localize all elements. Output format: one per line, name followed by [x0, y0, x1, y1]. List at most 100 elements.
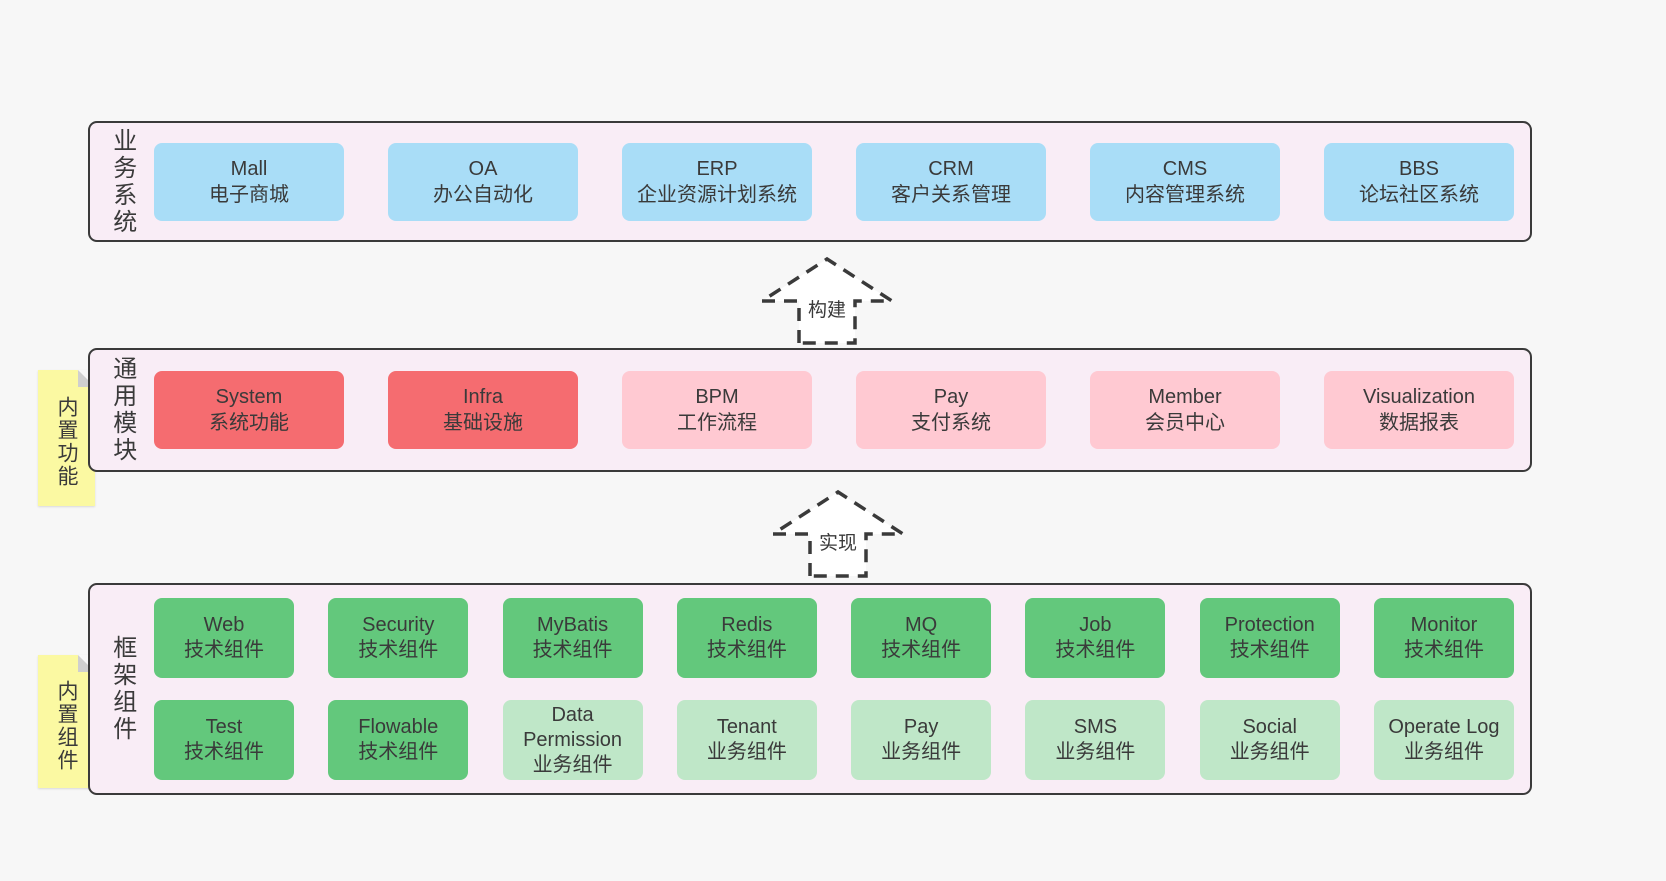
panel-framework-components: 框架组件 Web 技术组件 Security 技术组件 MyBatis 技术组件… — [88, 583, 1532, 795]
box-title: MyBatis — [537, 614, 609, 636]
box-subtitle: 技术组件 — [184, 639, 264, 661]
box-redis: Redis 技术组件 — [676, 598, 817, 678]
box-subtitle: 技术组件 — [358, 741, 439, 763]
box-mq: MQ 技术组件 — [851, 598, 992, 678]
box-cms: CMS 内容管理系统 — [1090, 142, 1280, 221]
box-title: Data Permission — [523, 703, 623, 751]
box-job: Job 技术组件 — [1025, 598, 1166, 678]
note-label: 内置功能 — [55, 396, 79, 488]
box-title: ERP — [696, 157, 738, 180]
box-infra: Infra 基础设施 — [388, 371, 578, 449]
note-label: 内置组件 — [55, 679, 79, 772]
box-title: Test — [205, 716, 243, 738]
box-erp: ERP 企业资源计划系统 — [622, 142, 812, 221]
box-subtitle: 技术组件 — [1229, 639, 1310, 661]
panel-business-body: Mall 电子商城 OA 办公自动化 ERP 企业资源计划系统 CRM 客户关系… — [144, 123, 1530, 240]
panel-business-label: 业务系统 — [108, 127, 136, 236]
box-title: MQ — [905, 614, 938, 636]
box-data-permission: Data Permission 业务组件 — [502, 700, 643, 780]
box-protection: Protection 技术组件 — [1199, 598, 1340, 678]
box-title: Operate Log — [1388, 716, 1500, 738]
box-subtitle: 客户关系管理 — [891, 183, 1011, 206]
arrow-build-label: 构建 — [805, 295, 849, 322]
box-subtitle: 技术组件 — [1403, 639, 1484, 661]
box-subtitle: 论坛社区系统 — [1359, 183, 1479, 206]
box-title: Visualization — [1363, 386, 1475, 408]
sticky-note-builtin-features: 内置功能 — [38, 370, 95, 506]
box-pay-biz: Pay 业务组件 — [851, 700, 992, 780]
box-title: BPM — [695, 386, 739, 408]
arrow-implement-label: 实现 — [816, 528, 860, 555]
box-subtitle: 支付系统 — [911, 412, 991, 434]
box-title: System — [215, 386, 283, 408]
components-row-2: Test 技术组件 Flowable 技术组件 Data Permission … — [154, 700, 1514, 780]
box-tenant: Tenant 业务组件 — [676, 700, 817, 780]
sticky-note-builtin-components: 内置组件 — [38, 655, 95, 788]
box-subtitle: 内容管理系统 — [1125, 183, 1245, 206]
box-title: Flowable — [358, 716, 439, 738]
box-title: SMS — [1073, 716, 1118, 738]
box-subtitle: 业务组件 — [881, 741, 962, 763]
box-subtitle: 电子商城 — [209, 183, 289, 206]
box-subtitle: 业务组件 — [532, 753, 613, 776]
box-title: CMS — [1162, 157, 1208, 180]
box-subtitle: 系统功能 — [209, 412, 289, 434]
box-pay: Pay 支付系统 — [856, 371, 1046, 449]
panel-modules-label: 通用模块 — [108, 356, 136, 464]
box-title: Member — [1148, 386, 1222, 408]
box-title: Pay — [933, 386, 969, 408]
box-subtitle: 技术组件 — [358, 639, 439, 661]
box-subtitle: 基础设施 — [443, 412, 523, 434]
box-title: Web — [203, 614, 245, 636]
box-subtitle: 业务组件 — [706, 741, 787, 763]
box-title: CRM — [928, 157, 974, 180]
box-bpm: BPM 工作流程 — [622, 371, 812, 449]
box-security: Security 技术组件 — [328, 598, 469, 678]
arrow-implement: 实现 — [768, 488, 908, 578]
box-subtitle: 技术组件 — [1055, 639, 1136, 661]
panel-business-systems: 业务系统 Mall 电子商城 OA 办公自动化 ERP 企业资源计划系统 CRM… — [88, 121, 1532, 242]
box-title: Job — [1079, 614, 1112, 636]
box-flowable: Flowable 技术组件 — [328, 700, 469, 780]
box-bbs: BBS 论坛社区系统 — [1324, 142, 1514, 221]
components-row-1: Web 技术组件 Security 技术组件 MyBatis 技术组件 Redi… — [154, 598, 1514, 678]
box-subtitle: 办公自动化 — [433, 183, 533, 206]
box-title: Social — [1242, 716, 1297, 738]
box-title: OA — [468, 157, 498, 180]
box-visualization: Visualization 数据报表 — [1324, 371, 1514, 449]
box-social: Social 业务组件 — [1199, 700, 1340, 780]
panel-components-body: Web 技术组件 Security 技术组件 MyBatis 技术组件 Redi… — [144, 585, 1530, 793]
box-title: Redis — [721, 614, 773, 636]
box-title: Tenant — [716, 716, 777, 738]
box-monitor: Monitor 技术组件 — [1373, 598, 1514, 678]
box-subtitle: 企业资源计划系统 — [637, 183, 797, 206]
panel-common-modules: 通用模块 System 系统功能 Infra 基础设施 BPM 工作流程 Pay… — [88, 348, 1532, 472]
box-subtitle: 工作流程 — [677, 412, 757, 434]
box-subtitle: 技术组件 — [184, 741, 264, 763]
box-web: Web 技术组件 — [154, 598, 294, 678]
box-subtitle: 技术组件 — [706, 639, 787, 661]
box-title: Security — [362, 614, 435, 636]
box-subtitle: 数据报表 — [1379, 412, 1459, 434]
box-test: Test 技术组件 — [154, 700, 294, 780]
box-title: Monitor — [1410, 614, 1478, 636]
panel-components-label: 框架组件 — [108, 635, 136, 743]
box-subtitle: 业务组件 — [1229, 741, 1310, 763]
box-oa: OA 办公自动化 — [388, 142, 578, 221]
box-mybatis: MyBatis 技术组件 — [502, 598, 643, 678]
box-mall: Mall 电子商城 — [154, 142, 344, 221]
box-subtitle: 业务组件 — [1403, 741, 1484, 763]
panel-modules-body: System 系统功能 Infra 基础设施 BPM 工作流程 Pay 支付系统… — [144, 350, 1530, 470]
box-operate-log: Operate Log 业务组件 — [1373, 700, 1514, 780]
box-crm: CRM 客户关系管理 — [856, 142, 1046, 221]
box-title: Infra — [462, 386, 504, 408]
box-title: Mall — [230, 157, 268, 180]
box-sms: SMS 业务组件 — [1025, 700, 1166, 780]
box-subtitle: 会员中心 — [1145, 412, 1225, 434]
box-subtitle: 技术组件 — [881, 639, 962, 661]
box-title: Pay — [903, 716, 939, 738]
box-subtitle: 业务组件 — [1055, 741, 1136, 763]
box-subtitle: 技术组件 — [532, 639, 613, 661]
box-system: System 系统功能 — [154, 371, 344, 449]
